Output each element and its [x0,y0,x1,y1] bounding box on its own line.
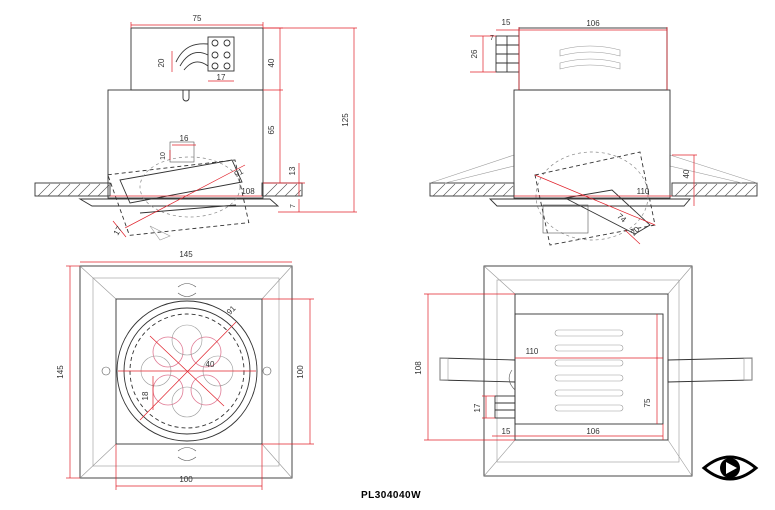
dim-lens-3: 40 [206,360,215,369]
ceiling-left-1 [34,182,111,197]
dim-offset-2: 15 [502,18,511,27]
dim-total-h: 125 [341,113,350,127]
dim-ceiling: 13 [288,166,297,175]
connector-block-2 [495,35,520,73]
bottom-view-1: 145 145 100 100 91 40 18 [56,250,314,490]
connector-block-3 [494,369,516,419]
bevel-frame-2 [496,279,680,463]
dim-upper-h: 40 [267,58,276,67]
dims-view-3 [66,261,314,490]
dim-offset-4: 15 [502,427,511,436]
connector-block-1 [175,36,235,72]
dim-diameter: 91 [233,166,246,178]
dim-small-4: 17 [473,403,482,412]
inner-square-1 [115,298,263,445]
spring-arms-2 [439,357,753,383]
dim-tilt: 17 [112,224,125,237]
dim-depth-2: 40 [682,169,691,178]
dim-inner-1: 100 [296,365,305,379]
side-view-1: 75 20 17 40 65 125 16 10 91 108 13 7 17 [34,14,357,241]
dim-height-2: 26 [470,49,479,58]
ceiling-right-2 [671,182,758,197]
dims-view-2 [470,27,697,245]
dim-connector: 20 [157,58,166,67]
transformer-top-2 [514,313,664,425]
housing-body-1 [107,89,264,199]
dim-top-width: 75 [193,14,202,23]
outer-frame-2 [483,265,693,477]
outer-frame-1 [79,265,293,479]
dim-outer-1: 145 [179,250,193,259]
dim-lens-h: 10 [160,152,167,160]
dim-cutout: 108 [241,187,255,196]
vent-slots-2 [554,329,624,412]
dim-lens-side-3: 18 [141,391,150,400]
bevel-frame-1 [92,277,280,467]
dim-tilt-w-2: 74 [615,212,628,225]
dim-side-1: 145 [56,365,65,379]
top-view-2: 108 110 75 17 15 106 [414,265,753,477]
dim-cutout-4: 110 [526,347,539,356]
eye-logo-icon [701,455,759,481]
dim-small-2: 7 [490,35,494,42]
side-view-2: 106 15 7 26 110 40 74 20 [429,18,758,246]
dim-box-h-4: 75 [643,398,652,407]
mount-notch [182,90,190,102]
ceiling-left-2 [429,182,515,197]
housing-body-2 [513,89,671,199]
dim-width-4: 106 [586,427,600,436]
transformer-box-1 [130,27,264,91]
module-ring-outer [116,300,258,442]
ceiling-right-1 [261,182,303,197]
dim-bottom-1: 100 [179,475,193,484]
dims-view-1 [110,22,357,238]
dim-height-4: 108 [414,361,423,375]
transformer-vents [559,45,621,70]
product-code: PL304040W [361,490,421,501]
dims-view-4 [424,293,664,441]
tilted-module-1 [107,141,250,241]
dim-cutout-2: 110 [637,187,650,196]
dim-connector-small: 17 [217,73,226,82]
dim-flange: 7 [290,204,297,208]
housing-top-2 [514,293,669,441]
flange-2 [488,198,691,207]
dim-diameter-3: 91 [225,304,238,317]
dim-body-h: 65 [267,125,276,134]
dim-lens-w: 16 [180,134,189,143]
dim-top-width-2: 106 [586,19,600,28]
spring-left [429,154,515,184]
clip-icons-1 [101,283,272,461]
flange-1 [78,198,280,207]
